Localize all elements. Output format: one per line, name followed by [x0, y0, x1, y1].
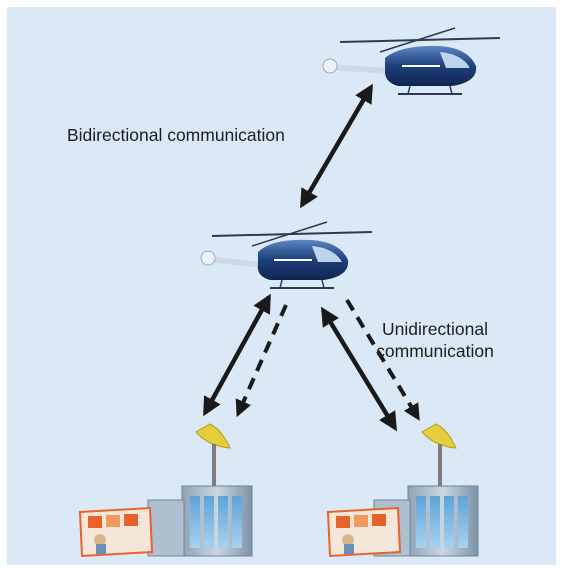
helicopter-middle: [200, 221, 373, 289]
arrow-bidirectional-top: [300, 83, 373, 209]
helicopter-top: [322, 27, 501, 95]
diagram-background: [7, 7, 556, 565]
arrow-unidirectional-left: [235, 304, 288, 418]
ground-station-left: [78, 423, 253, 558]
arrow-unidirectional-right: [345, 298, 420, 421]
ground-station-right: [326, 423, 479, 558]
arrow-bidirectional-left: [203, 293, 271, 417]
bidirectional-label: Bidirectional communication: [67, 125, 285, 145]
unidirectional-label-line2: communication: [376, 341, 494, 361]
arrow-bidirectional-right: [321, 306, 397, 432]
unidirectional-label-line1: Unidirectional: [381, 319, 489, 339]
unidirectional-label: Unidirectional communication: [335, 318, 535, 362]
